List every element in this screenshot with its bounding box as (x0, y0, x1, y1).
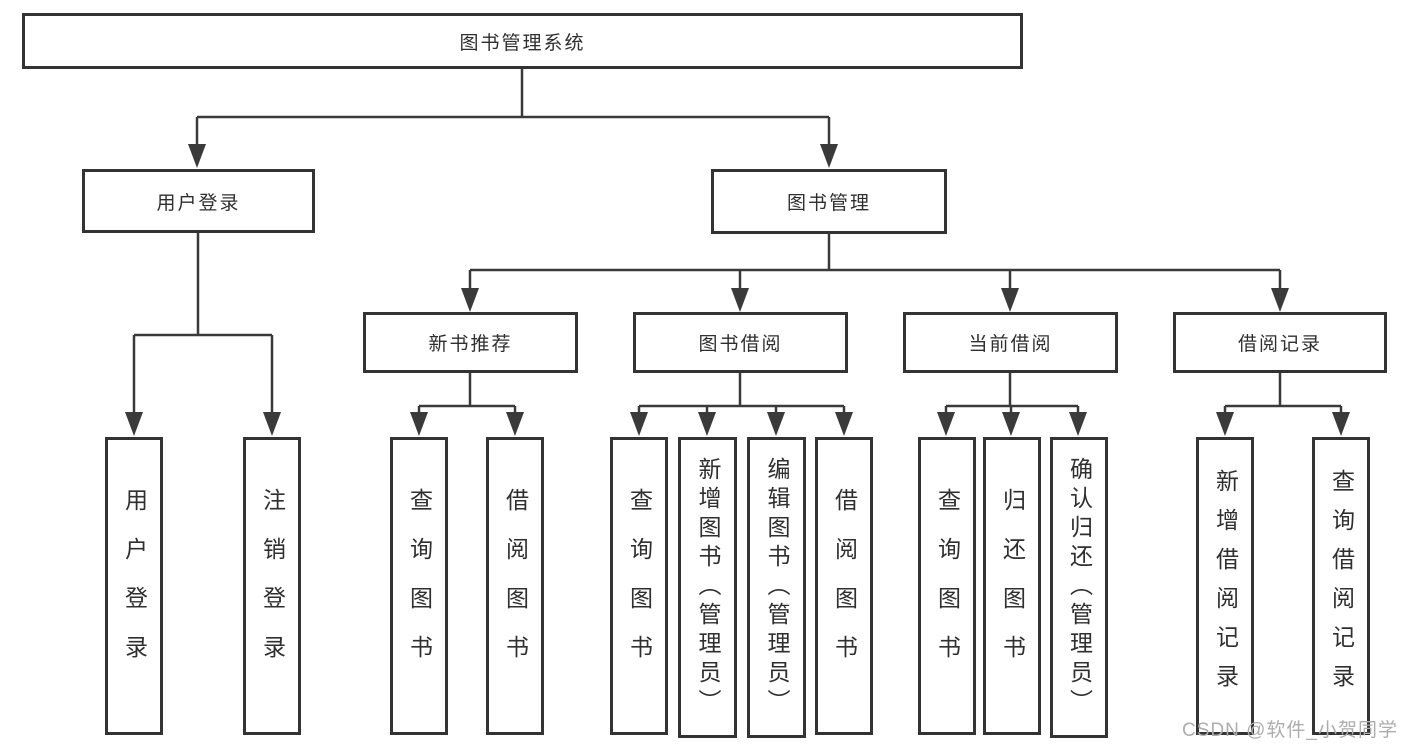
leaf-logout-label: 注销登录 (259, 488, 286, 684)
node-current-borrow: 当前借阅 (903, 312, 1118, 373)
leaf-borrow-books-2-label: 借阅图书 (831, 488, 858, 684)
leaf-logout: 注销登录 (243, 437, 301, 735)
node-borrow-records: 借阅记录 (1173, 312, 1387, 373)
leaf-return-book: 归还图书 (983, 437, 1041, 735)
node-new-book-recommend-label: 新书推荐 (428, 334, 513, 355)
leaf-user-login: 用户登录 (105, 437, 163, 735)
leaf-query-books-2: 查询图书 (610, 437, 668, 735)
leaf-confirm-return-admin-label: 确认归还（管理员） (1066, 457, 1093, 718)
leaf-query-books-1: 查询图书 (390, 437, 448, 735)
node-user-login: 用户登录 (82, 169, 315, 233)
node-user-login-label: 用户登录 (156, 192, 241, 214)
leaf-borrow-books-2: 借阅图书 (815, 437, 873, 735)
leaf-query-borrow-record: 查询借阅记录 (1312, 437, 1370, 735)
leaf-add-book-admin: 新增图书（管理员） (678, 437, 737, 738)
leaf-confirm-return-admin: 确认归还（管理员） (1050, 437, 1108, 738)
leaf-user-login-label: 用户登录 (121, 488, 148, 684)
leaf-query-books-1-label: 查询图书 (406, 488, 433, 684)
node-borrow-records-label: 借阅记录 (1237, 334, 1322, 355)
node-book-management-label: 图书管理 (786, 193, 871, 214)
watermark: CSDN @软件_小贺同学 (1182, 720, 1398, 741)
leaf-return-book-label: 归还图书 (999, 488, 1026, 684)
leaf-query-books-3: 查询图书 (918, 437, 976, 735)
leaf-query-books-3-label: 查询图书 (934, 488, 961, 684)
node-current-borrow-label: 当前借阅 (968, 334, 1053, 355)
leaf-query-borrow-record-label: 查询借阅记录 (1328, 469, 1355, 703)
leaf-borrow-books-1: 借阅图书 (486, 437, 544, 735)
node-book-borrow-label: 图书借阅 (698, 334, 783, 355)
leaf-edit-book-admin-label: 编辑图书（管理员） (764, 457, 790, 718)
node-book-borrow: 图书借阅 (633, 312, 848, 373)
node-new-book-recommend: 新书推荐 (363, 312, 578, 373)
leaf-borrow-books-1-label: 借阅图书 (502, 488, 529, 684)
leaf-add-borrow-record: 新增借阅记录 (1196, 437, 1254, 735)
node-root: 图书管理系统 (22, 13, 1023, 69)
node-book-management: 图书管理 (711, 169, 947, 234)
leaf-add-book-admin-label: 新增图书（管理员） (695, 457, 721, 718)
arrowheads (125, 144, 1350, 436)
leaf-edit-book-admin: 编辑图书（管理员） (747, 437, 806, 738)
leaf-add-borrow-record-label: 新增借阅记录 (1212, 469, 1239, 703)
node-root-label: 图书管理系统 (459, 32, 586, 54)
leaf-query-books-2-label: 查询图书 (626, 488, 653, 684)
